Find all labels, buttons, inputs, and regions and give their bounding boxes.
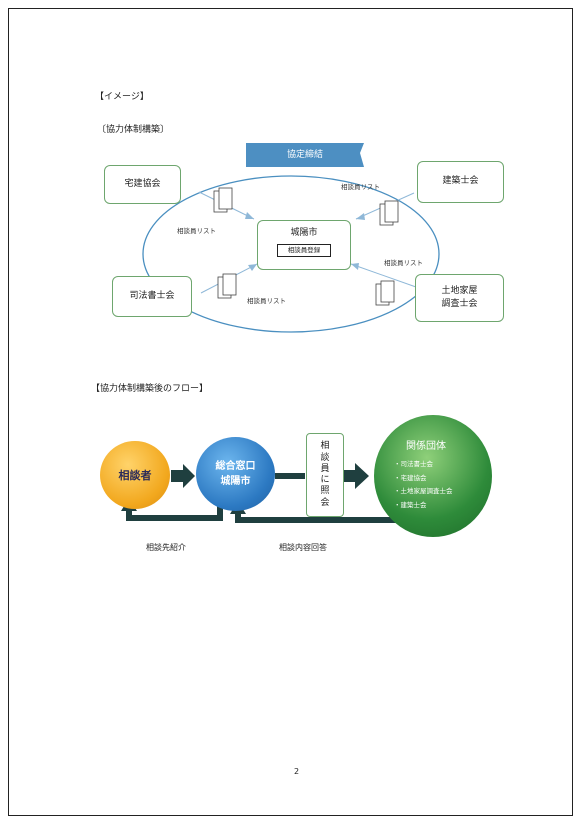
consultant-inquiry-box: 相 談 員 に 照 会 bbox=[306, 433, 344, 517]
kenchiku-association-box: 建築士会 bbox=[417, 161, 504, 203]
shiho-association-box: 司法書士会 bbox=[112, 276, 192, 317]
related-item: ・司法書士会 bbox=[394, 460, 433, 468]
flow-heading: 【協力体制構築後のフロー】 bbox=[91, 384, 209, 394]
image-heading: 【イメージ】 bbox=[95, 92, 149, 102]
inquiry-char: 相 bbox=[320, 441, 330, 452]
related-title: 関係団体 bbox=[406, 441, 446, 452]
consultant-circle: 相談者 bbox=[100, 441, 170, 509]
document-page: 【イメージ】 〔協力体制構築〕 協定締結 宅建協会 bbox=[8, 8, 573, 816]
structure-heading: 〔協力体制構築〕 bbox=[97, 125, 170, 135]
referral-label: 相談先紹介 bbox=[146, 543, 186, 552]
inquiry-char: に bbox=[320, 475, 330, 485]
arrow-consultant-to-window bbox=[171, 464, 195, 488]
tochi-line1: 土地家屋 bbox=[441, 285, 478, 296]
takken-association-box: 宅建協会 bbox=[104, 165, 181, 204]
related-item: ・建築士会 bbox=[394, 500, 427, 509]
consultant-list-label: 相談員リスト bbox=[247, 297, 286, 305]
agreement-banner: 協定締結 bbox=[286, 150, 323, 160]
page-number: 2 bbox=[294, 767, 300, 776]
general-window-circle: 総合窓口 城陽市 bbox=[196, 437, 275, 511]
inquiry-char: 談 bbox=[320, 452, 330, 463]
inquiry-char: 会 bbox=[320, 497, 330, 508]
related-organizations-circle: 関係団体 ・司法書士会 ・宅建協会 ・土地家屋調査士会 ・建築士会 bbox=[374, 415, 492, 537]
city-center-box: 城陽市 相談員登録 bbox=[257, 220, 351, 270]
arrow-inquiry-to-related bbox=[344, 463, 369, 489]
structure-diagram bbox=[121, 143, 440, 523]
cooperation-ellipse bbox=[142, 175, 440, 333]
consultant-list-label: 相談員リスト bbox=[177, 227, 216, 235]
related-item: ・土地家屋調査士会 bbox=[394, 487, 453, 496]
inquiry-char: 照 bbox=[320, 486, 330, 497]
document-icon bbox=[213, 187, 399, 306]
bar-window-to-inquiry bbox=[275, 473, 305, 479]
consultant-list-label: 相談員リスト bbox=[341, 183, 380, 191]
arrow-tochi-to-city bbox=[350, 263, 417, 288]
return-arrow-to-window bbox=[235, 512, 397, 523]
tochi-association-box: 土地家屋 調査士会 bbox=[415, 274, 504, 322]
city-title: 城陽市 bbox=[290, 228, 318, 238]
window-line2: 城陽市 bbox=[220, 476, 251, 487]
related-item: ・宅建協会 bbox=[394, 473, 427, 482]
tochi-line2: 調査士会 bbox=[441, 299, 478, 309]
inquiry-char: 員 bbox=[320, 463, 330, 474]
consultant-registration-box: 相談員登録 bbox=[276, 243, 332, 258]
answer-label: 相談内容回答 bbox=[279, 543, 327, 552]
agreement-banner-shape bbox=[246, 143, 364, 167]
consultant-list-label: 相談員リスト bbox=[384, 259, 423, 267]
window-line1: 総合窓口 bbox=[215, 461, 256, 472]
